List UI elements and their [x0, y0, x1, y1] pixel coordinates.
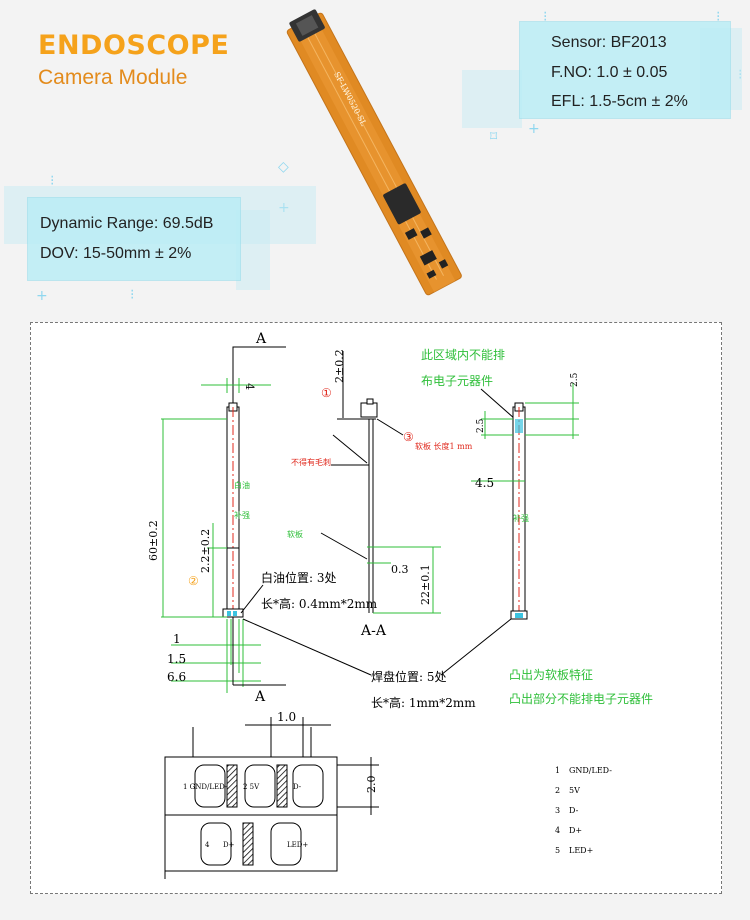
- dim-0-3: 0.3: [391, 563, 409, 576]
- product-subtitle: Camera Module: [38, 66, 188, 89]
- label-pad: 焊盘位置: 5处: [371, 669, 447, 684]
- green-small-label-2: 补强: [234, 510, 250, 520]
- pin-name-5: LED+: [569, 846, 593, 855]
- spec-box-left: Dynamic Range: 69.5dB DOV: 15-50mm ± 2%: [28, 198, 240, 280]
- dim-top-right-b: 2.5: [476, 418, 486, 433]
- label-white-oil: 白油位置: 3处: [261, 570, 337, 585]
- green-note-right-1: 凸出为软板特征: [509, 667, 593, 682]
- sparkle-decoration: ◇: [278, 159, 289, 175]
- pin-num-4: 4: [555, 826, 560, 835]
- section-label-a-top: A: [255, 331, 267, 347]
- dim-top-right: 2.5: [570, 372, 580, 387]
- dim-bottom-1-0: 1.0: [277, 710, 296, 724]
- sparkle-decoration: ⁝: [130, 287, 135, 303]
- dim-6-6: 6.6: [167, 670, 186, 684]
- pad-label-2: 2 5V: [243, 783, 260, 791]
- product-title: ENDOSCOPE: [38, 30, 230, 61]
- pin-num-5: 5: [555, 846, 560, 855]
- pad-label-6: LED+: [287, 841, 308, 849]
- red-note-1: 不得有毛刺: [291, 457, 331, 467]
- pin-name-1: GND/LED-: [569, 766, 612, 775]
- dim-2-2: 2.2±0.2: [199, 529, 212, 573]
- camera-module-image: SF-LW0520-SL: [286, 9, 462, 296]
- green-small-label-4: 补强: [513, 513, 529, 523]
- green-note-top-2: 布电子元器件: [421, 374, 493, 388]
- sparkle-decoration: ⁝: [716, 9, 721, 25]
- dim-60: 60±0.2: [147, 520, 160, 561]
- green-small-label-3: 软板: [287, 529, 303, 539]
- pin-name-2: 5V: [569, 786, 580, 795]
- pad-label-1: 1 GND/LED-: [183, 783, 228, 791]
- drawing-svg: A 4 白油 补强 60±0.2 2.2±0.2 ② 1 1.5: [147, 331, 653, 879]
- green-note-top: 此区域内不能排: [421, 348, 505, 362]
- spec-efl: EFL: 1.5-5cm ± 2%: [551, 93, 688, 110]
- pin-name-3: D-: [569, 806, 579, 815]
- spec-sensor: Sensor: BF2013: [551, 34, 667, 51]
- technical-drawing: A 4 白油 补强 60±0.2 2.2±0.2 ② 1 1.5: [30, 322, 722, 894]
- pin-list: 1 GND/LED- 2 5V 3 D- 4 D+ 5 LED+: [555, 766, 612, 855]
- section-label-aa: A-A: [360, 623, 387, 639]
- dim-2-side: 2±0.2: [333, 349, 346, 383]
- red-note-2: 软板 长度1 mm: [415, 441, 473, 451]
- green-note-right-2: 凸出部分不能排电子元器件: [509, 691, 653, 706]
- spec-box-shadow: [462, 70, 522, 128]
- sparkle-decoration: ⌑: [490, 129, 498, 145]
- spec-box-shadow: [236, 210, 270, 290]
- label-white-oil-size: 长*高: 0.4mm*2mm: [261, 596, 378, 611]
- spec-fno: F.NO: 1.0 ± 0.05: [551, 64, 668, 81]
- dim-4: 4: [243, 383, 256, 390]
- note-circle-2: ②: [188, 574, 199, 588]
- dim-1: 1: [173, 632, 181, 646]
- sparkle-decoration: +: [528, 121, 540, 137]
- pad-label-5: D+: [223, 841, 235, 849]
- dim-1-5: 1.5: [167, 652, 186, 666]
- label-pad-size: 长*高: 1mm*2mm: [371, 695, 476, 710]
- pin-num-1: 1: [555, 766, 560, 775]
- pad-label-4: 4: [205, 841, 210, 849]
- section-label-a-bottom: A: [254, 689, 266, 705]
- green-small-label-1: 白油: [234, 480, 250, 490]
- spec-dov: DOV: 15-50mm ± 2%: [40, 245, 192, 262]
- spec-box-right: Sensor: BF2013 F.NO: 1.0 ± 0.05 EFL: 1.5…: [520, 22, 730, 118]
- sparkle-decoration: ⁝: [50, 173, 55, 189]
- pin-num-2: 2: [555, 786, 560, 795]
- sparkle-decoration: +: [36, 288, 48, 304]
- note-circle-3: ③: [403, 430, 414, 444]
- note-circle-1: ①: [321, 386, 332, 400]
- pin-num-3: 3: [555, 806, 560, 815]
- dim-22: 22±0.1: [419, 564, 432, 605]
- pad-label-3: D-: [293, 783, 302, 791]
- pin-name-4: D+: [569, 826, 582, 835]
- spec-dynamic-range: Dynamic Range: 69.5dB: [40, 215, 214, 232]
- dim-4-5: 4.5: [475, 476, 494, 490]
- dim-bottom-2-0: 2.0: [365, 776, 378, 794]
- sparkle-decoration: ⁝: [543, 9, 548, 25]
